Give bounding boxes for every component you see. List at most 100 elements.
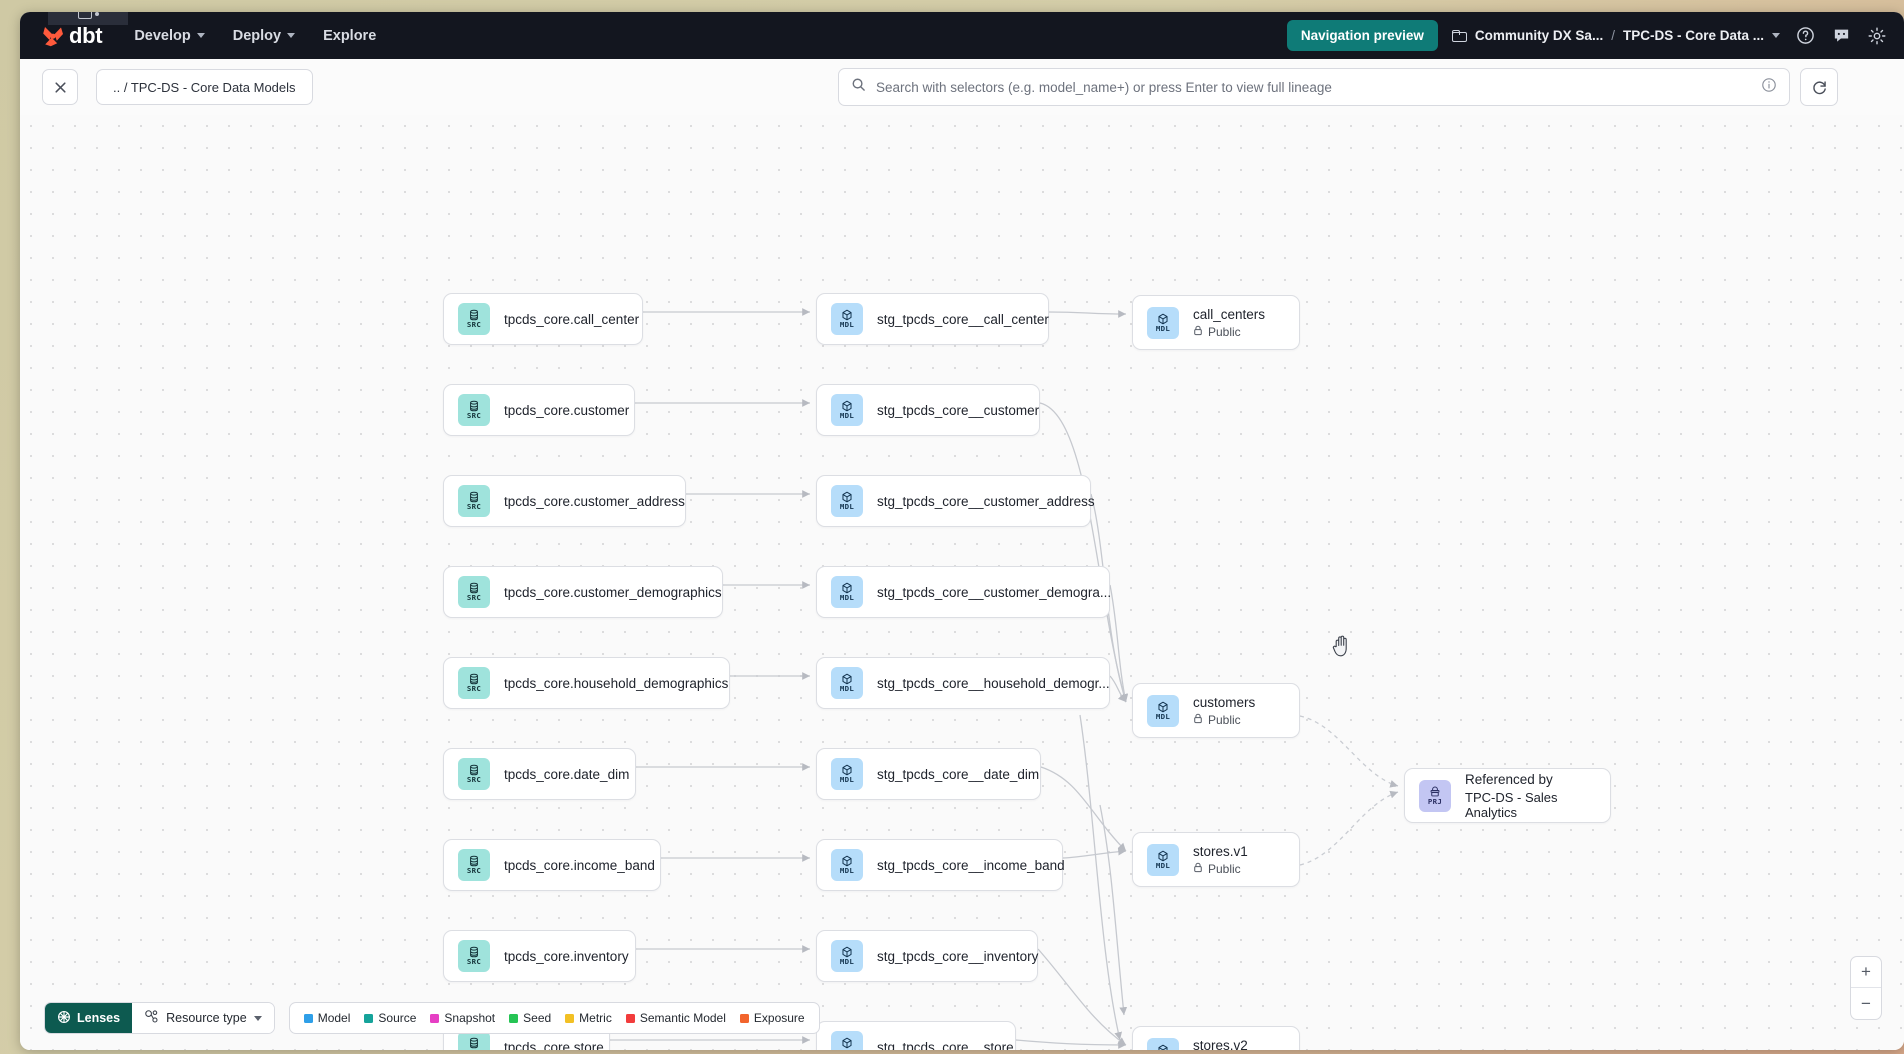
nav-item-deploy-label: Deploy (232, 27, 282, 44)
node-label: call_centers (1193, 306, 1266, 322)
legend-item[interactable]: Snapshot (430, 1011, 495, 1025)
legend-label: Metric (579, 1011, 612, 1025)
gear-icon[interactable] (1866, 25, 1888, 47)
help-icon[interactable] (1794, 25, 1816, 47)
node-sublabel: Public (1193, 862, 1248, 876)
node-label: stg_tpcds_core__date_dim (877, 766, 1040, 782)
resource-type-button[interactable]: Resource type (132, 1003, 274, 1033)
model-node[interactable]: MDL stg_tpcds_core__date_dim (816, 748, 1041, 800)
lenses-icon (57, 1010, 71, 1027)
node-text-stack: stg_tpcds_core__inventory (877, 949, 1038, 964)
close-button[interactable] (42, 69, 78, 105)
legend-swatch-icon (739, 1013, 749, 1023)
legend-item[interactable]: Seed (509, 1011, 551, 1025)
legend-swatch-icon (430, 1013, 440, 1023)
model-node[interactable]: MDL stg_tpcds_core__store (816, 1021, 1016, 1050)
mdl-badge-icon: MDL (831, 758, 863, 790)
src-badge-icon: SRC (458, 940, 490, 972)
nav-item-deploy[interactable]: Deploy (232, 27, 296, 44)
dbt-logo[interactable]: dbt (40, 23, 103, 49)
chevron-down-icon[interactable] (1772, 33, 1780, 38)
refresh-button[interactable] (1800, 68, 1838, 106)
search-area (838, 68, 1838, 106)
legend-item[interactable]: Model (303, 1011, 350, 1025)
lenses-button[interactable]: Lenses (45, 1003, 133, 1033)
model-node[interactable]: MDL stg_tpcds_core__customer_demogra... (816, 566, 1112, 618)
src-badge-icon: SRC (458, 1031, 490, 1050)
zoom-out-button[interactable]: − (1861, 993, 1871, 1013)
mdl-badge-icon: MDL (831, 485, 863, 517)
legend-item[interactable]: Semantic Model (625, 1011, 726, 1025)
node-text-stack: tpcds_core.call_center (504, 312, 639, 327)
node-text-stack: stg_tpcds_core__income_band (877, 858, 1065, 873)
chevron-down-icon (196, 33, 205, 38)
node-text-stack: tpcds_core.household_demographics (504, 676, 728, 691)
zoom-in-button[interactable]: + (1851, 957, 1881, 988)
node-text-stack: stg_tpcds_core__store (877, 1040, 1014, 1051)
legend-item[interactable]: Metric (565, 1011, 612, 1025)
node-access-label: Public (1208, 712, 1241, 727)
tab-chrome-icons (77, 12, 99, 19)
node-label: stores.v2 (1193, 1037, 1248, 1051)
legend-label: Exposure (753, 1011, 805, 1025)
prj-badge-icon: PRJ (1419, 779, 1451, 812)
node-label: tpcds_core.inventory (504, 948, 629, 964)
tab-dot-icon (94, 12, 99, 16)
search-box[interactable] (838, 68, 1790, 106)
navigation-preview-button[interactable]: Navigation preview (1286, 20, 1438, 51)
node-label: Referenced by (1465, 771, 1553, 787)
nav-item-explore[interactable]: Explore (323, 28, 376, 44)
mdl-badge-icon: MDL (1147, 843, 1179, 876)
legend-swatch-icon (625, 1013, 635, 1023)
window-tab-chrome[interactable] (48, 12, 128, 25)
lineage-breadcrumb-pill[interactable]: .. / TPC-DS - Core Data Models (96, 69, 313, 105)
nav-item-develop[interactable]: Develop (134, 28, 205, 44)
legend-item[interactable]: Exposure (739, 1011, 805, 1025)
top-navigation-bar: dbt Develop Deploy Explore Navigation pr… (20, 12, 1904, 59)
mdl-badge-icon: MDL (831, 1031, 863, 1050)
window-icon (77, 12, 92, 19)
node-label: stg_tpcds_core__customer_demogra... (877, 584, 1112, 600)
breadcrumb-separator: / (1611, 28, 1615, 43)
node-text-stack: tpcds_core.customer_demographics (504, 585, 722, 600)
source-node[interactable]: SRC tpcds_core.inventory (443, 930, 636, 982)
mdl-badge-icon: MDL (831, 303, 863, 335)
search-input[interactable] (876, 79, 1751, 95)
feedback-icon[interactable] (1830, 25, 1852, 47)
lenses-resourcetype-group: Lenses Resource type (44, 1002, 275, 1034)
mdl-badge-icon: MDL (831, 667, 863, 699)
account-breadcrumb[interactable]: Community DX Sa... / TPC-DS - Core Data … (1451, 28, 1780, 43)
node-label: tpcds_core.store (504, 1039, 604, 1051)
mdl-badge-icon: MDL (831, 576, 863, 608)
resource-type-label: Resource type (166, 1011, 247, 1025)
node-label: tpcds_core.household_demographics (504, 675, 729, 691)
resource-type-icon (144, 1009, 159, 1027)
info-icon[interactable] (1761, 77, 1777, 98)
node-label: tpcds_core.customer_address (504, 493, 685, 509)
node-text-stack: tpcds_core.inventory (504, 949, 629, 964)
breadcrumb-account-label: Community DX Sa... (1474, 28, 1604, 43)
node-text-stack: tpcds_core.customer_address (504, 494, 685, 509)
legend-item[interactable]: Source (364, 1011, 416, 1025)
